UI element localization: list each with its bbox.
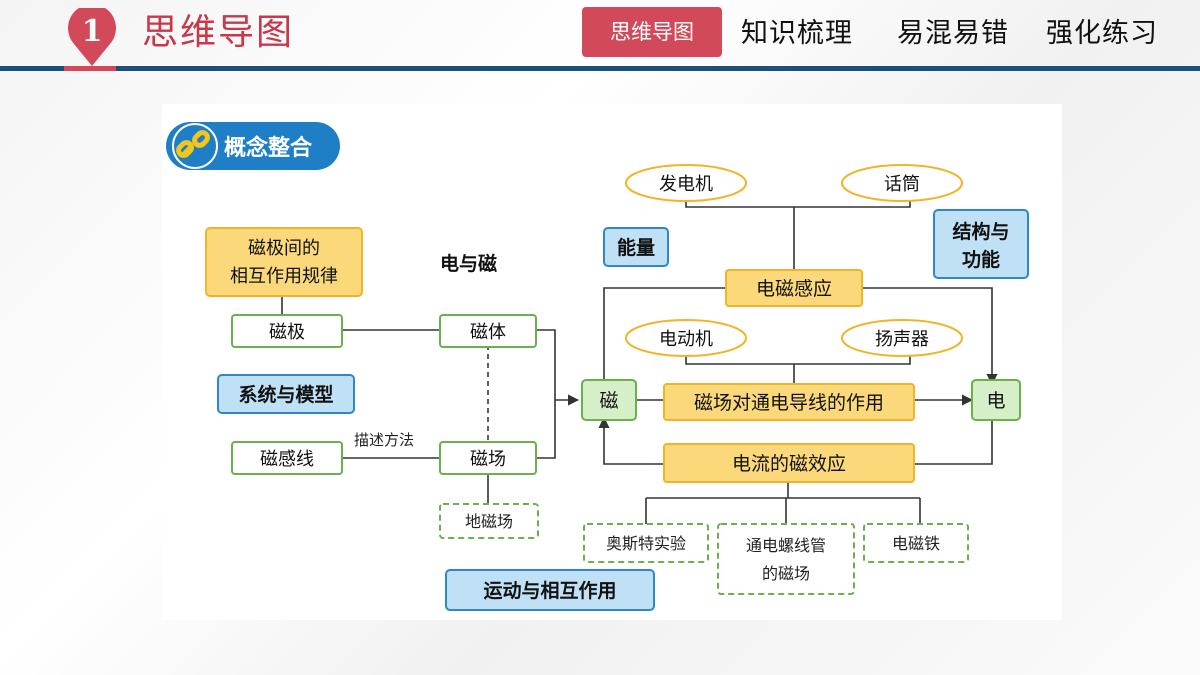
node-energy: 能量 xyxy=(603,227,669,267)
center-title: 电与磁 xyxy=(440,252,497,275)
node-magnetic-field: 磁场 xyxy=(439,441,537,475)
header: 1 思维导图 思维导图 知识梳理 易混易错 强化练习 xyxy=(0,0,1200,72)
svg-text:磁: 磁 xyxy=(599,390,618,412)
node-structure-function: 结构与 功能 xyxy=(933,209,1029,279)
svg-text:通电螺线管: 通电螺线管 xyxy=(746,536,826,555)
nav-tab-mindmap[interactable]: 思维导图 xyxy=(582,7,722,57)
node-current-magnetic-effect: 电流的磁效应 xyxy=(663,443,915,483)
nav-tab-mistakes[interactable]: 易混易错 xyxy=(897,18,1009,49)
svg-text:电磁铁: 电磁铁 xyxy=(892,534,940,553)
svg-text:扬声器: 扬声器 xyxy=(875,329,929,350)
node-electricity: 电 xyxy=(971,379,1021,421)
node-solenoid-field: 通电螺线管 的磁场 xyxy=(717,523,855,595)
node-system-model: 系统与模型 xyxy=(217,374,355,414)
node-magnetic-pole: 磁极 xyxy=(231,314,343,348)
nav-tab-knowledge[interactable]: 知识梳理 xyxy=(741,18,853,49)
node-magnetic-pole-law: 磁极间的 相互作用规律 xyxy=(205,227,363,297)
svg-text:发电机: 发电机 xyxy=(659,174,713,195)
node-oersted-experiment: 奥斯特实验 xyxy=(583,523,709,563)
svg-text:磁极间的: 磁极间的 xyxy=(248,238,320,259)
concept-integration-badge: 概念整合 xyxy=(166,122,340,170)
svg-text:话筒: 话筒 xyxy=(884,174,920,195)
mindmap-diagram: 概念整合 电与磁 磁极间的 相互作用规律 磁极 磁体 磁感线 磁场 描述方法 地… xyxy=(166,122,1029,611)
node-motor: 电动机 xyxy=(625,319,747,357)
svg-text:能量: 能量 xyxy=(617,236,655,259)
node-microphone: 话筒 xyxy=(841,164,963,202)
label-describe-method: 描述方法 xyxy=(354,431,414,449)
section-number: 1 xyxy=(81,14,103,49)
node-generator: 发电机 xyxy=(625,164,747,202)
svg-text:电: 电 xyxy=(986,390,1005,412)
svg-text:结构与: 结构与 xyxy=(952,220,1009,243)
node-field-lines: 磁感线 xyxy=(231,441,343,475)
node-force-on-wire: 磁场对通电导线的作用 xyxy=(663,383,915,421)
mindmap-panel: 概念整合 电与磁 磁极间的 相互作用规律 磁极 磁体 磁感线 磁场 描述方法 地… xyxy=(162,104,1062,620)
node-magnet: 磁体 xyxy=(439,314,537,348)
svg-text:系统与模型: 系统与模型 xyxy=(238,383,333,406)
nav-tab-practice[interactable]: 强化练习 xyxy=(1046,18,1158,49)
svg-text:相互作用规律: 相互作用规律 xyxy=(230,266,338,287)
connectors xyxy=(281,199,998,524)
node-em-induction: 电磁感应 xyxy=(725,269,863,307)
svg-text:电流的磁效应: 电流的磁效应 xyxy=(732,453,846,475)
svg-text:运动与相互作用: 运动与相互作用 xyxy=(483,579,616,602)
svg-text:地磁场: 地磁场 xyxy=(465,512,513,531)
node-earth-field: 地磁场 xyxy=(439,503,539,539)
svg-text:电磁感应: 电磁感应 xyxy=(756,278,832,300)
node-motion-interaction: 运动与相互作用 xyxy=(445,569,655,611)
svg-text:磁体: 磁体 xyxy=(470,322,506,343)
svg-text:奥斯特实验: 奥斯特实验 xyxy=(606,534,686,553)
header-divider xyxy=(0,66,1200,71)
node-magnetism: 磁 xyxy=(581,379,637,421)
header-divider-accent xyxy=(64,66,116,71)
node-speaker: 扬声器 xyxy=(841,319,963,357)
chain-link-icon xyxy=(176,130,210,158)
svg-text:电动机: 电动机 xyxy=(659,329,713,350)
svg-text:磁极: 磁极 xyxy=(269,322,305,343)
concept-badge-label: 概念整合 xyxy=(224,135,313,161)
svg-text:磁场对通电导线的作用: 磁场对通电导线的作用 xyxy=(694,392,884,414)
svg-text:功能: 功能 xyxy=(962,248,1000,271)
page-title: 思维导图 xyxy=(142,12,295,53)
svg-text:磁感线: 磁感线 xyxy=(260,449,314,470)
svg-text:磁场: 磁场 xyxy=(470,449,506,470)
node-electromagnet: 电磁铁 xyxy=(863,523,969,563)
section-badge-icon xyxy=(68,8,116,66)
svg-text:的磁场: 的磁场 xyxy=(762,564,810,583)
